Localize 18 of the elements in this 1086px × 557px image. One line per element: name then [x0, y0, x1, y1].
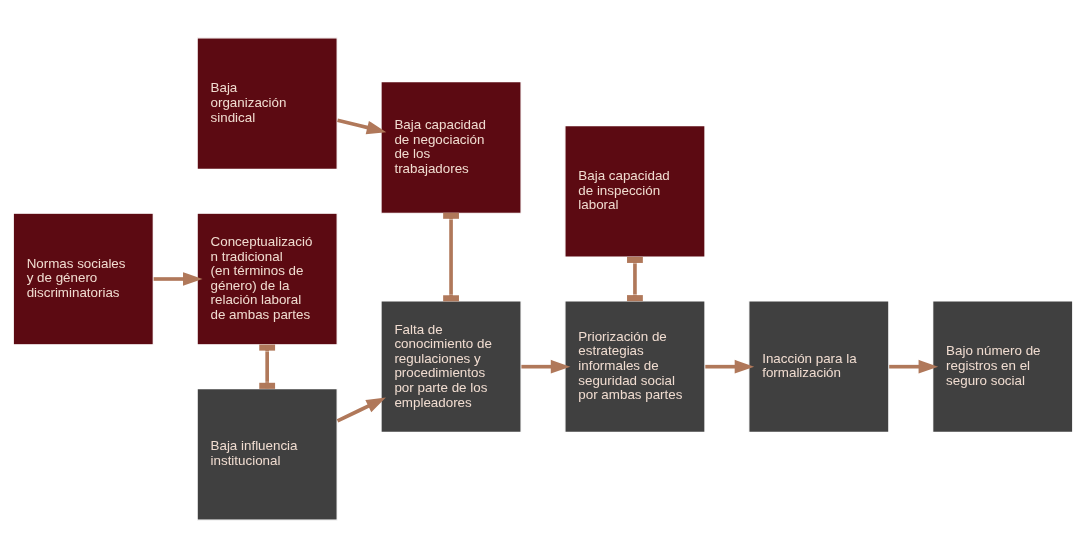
- arrow: [705, 359, 755, 374]
- node-box: Inacción para la formalización: [748, 299, 890, 433]
- node-box: Baja capacidad de negociación de los trabajadores: [380, 80, 522, 214]
- arrow: [337, 118, 387, 134]
- arrow: [153, 271, 203, 286]
- node-box: Normas sociales y de género discriminatorias: [12, 212, 154, 345]
- connector: [259, 344, 276, 389]
- node-box: Falta de conocimiento de regulaciones y procedimientos por parte de los empleadores: [380, 299, 522, 433]
- node-box: Baja capacidad de inspección laboral: [564, 124, 706, 258]
- node-box: Priorización de estrategias informales de seguridad social por ambas partes: [564, 299, 706, 433]
- node-box: Baja organización sindical: [196, 36, 338, 170]
- arrow: [336, 397, 386, 423]
- connector: [443, 212, 459, 301]
- arrow: [521, 359, 571, 374]
- node-box: Bajo número de registros en el seguro social: [932, 299, 1074, 433]
- arrow: [889, 359, 939, 374]
- node-box: Conceptualización tradicional (en términos de género) de la relación laboral de ambas partes: [196, 212, 338, 345]
- node-box: Baja influencia institucional: [196, 387, 338, 521]
